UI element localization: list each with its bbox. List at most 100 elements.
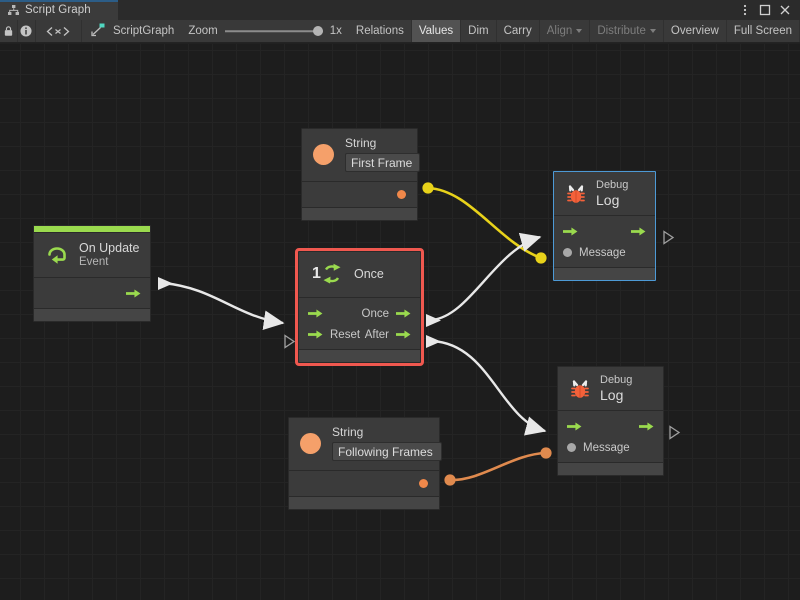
node-header: On Update Event [34,233,150,278]
node-string-first-frame[interactable]: String [301,128,420,221]
unconnected-output-marker-log2[interactable] [668,425,681,440]
angle-brackets-icon [46,26,70,36]
zoom-control: Zoom 1x [188,20,349,42]
input-port-flow[interactable] [567,421,582,432]
input-port-value-dot[interactable] [563,248,572,257]
port-row-message[interactable]: Message [554,242,655,263]
script-graph-icon [91,23,106,40]
output-port-once[interactable]: Once [362,308,412,320]
flow-arrow-icon [567,422,582,431]
close-icon[interactable] [775,0,795,20]
port-row-enter-once[interactable]: Once [299,303,420,324]
tab-script-graph[interactable]: Script Graph [0,0,118,20]
distribute-label: Distribute [597,25,646,37]
input-port-value-dot[interactable] [567,443,576,452]
input-port-enter[interactable] [308,308,323,319]
input-port-reset[interactable]: Reset [308,329,360,341]
window-controls [735,0,800,20]
zoom-slider-handle[interactable] [312,26,323,36]
output-port-after[interactable]: After [365,329,411,341]
kebab-menu-icon[interactable] [735,0,755,20]
string-value-input[interactable] [332,442,442,461]
unconnected-input-marker-reset[interactable] [283,334,296,349]
node-header: String [289,418,442,471]
align-dropdown[interactable]: Align [540,20,591,42]
node-title: Log [600,387,624,403]
distribute-dropdown[interactable]: Distribute [590,20,664,42]
port-row-flow[interactable] [554,221,655,242]
node-header: Debug Log [554,172,655,216]
debug-bug-icon [567,377,593,401]
output-port-value-dot[interactable] [419,479,428,488]
string-value-input[interactable] [345,153,420,172]
node-title: On Update [79,241,140,255]
node-header: Debug Log [558,367,663,411]
node-title-namespace: Debug [596,179,629,191]
output-port-flow[interactable] [126,288,141,299]
output-port-once-label: Once [361,307,390,320]
output-port-flow[interactable] [631,226,646,237]
port-row-reset-after[interactable]: Reset After [299,324,420,345]
input-port-message-label: Message [579,246,626,259]
port-row-flow[interactable] [558,416,663,437]
event-accent-bar [34,226,150,233]
info-icon-button[interactable] [18,20,36,42]
node-subtitle: Event [79,256,109,268]
output-port-after-label: After [364,328,389,341]
unconnected-output-marker-log1[interactable] [662,230,675,245]
node-title: Once [354,267,384,281]
maximize-icon[interactable] [755,0,775,20]
relations-button[interactable]: Relations [349,20,412,42]
node-on-update[interactable]: On Update Event [33,225,151,322]
dim-button[interactable]: Dim [461,20,497,42]
zoom-slider[interactable] [224,25,323,37]
carry-button[interactable]: Carry [497,20,540,42]
chevron-down-icon [649,29,656,33]
node-footer [299,349,420,362]
node-title-block: String [332,426,442,461]
angle-brackets-button[interactable] [36,20,82,42]
node-ports: Once Reset After [299,298,420,349]
output-port-row[interactable] [289,471,439,496]
string-value-icon [300,433,321,454]
node-header: 1 Once [299,252,420,298]
overview-button[interactable]: Overview [664,20,727,42]
node-title-namespace: Debug [600,374,633,386]
full-screen-button[interactable]: Full Screen [727,20,800,42]
lock-icon-button[interactable] [0,20,18,42]
port-row-trigger-out[interactable] [34,283,150,304]
input-port-message[interactable]: Message [567,442,630,454]
breadcrumb-label: ScriptGraph [112,25,175,37]
output-port-flow[interactable] [639,421,654,432]
output-port-value-dot[interactable] [397,190,406,199]
node-once[interactable]: 1 Once [295,248,424,366]
node-header: String [302,129,420,182]
node-ports: Message [554,216,655,267]
node-debug-log-1[interactable]: Debug Log [553,171,656,281]
window-tab-bar: Script Graph [0,0,800,20]
chevron-down-icon [576,29,583,33]
node-title: String [332,425,364,439]
flow-arrow-icon [396,330,411,339]
node-title: Log [596,192,620,208]
output-port-row[interactable] [302,182,417,207]
input-port-flow[interactable] [563,226,578,237]
node-footer [302,207,417,220]
flow-arrow-icon [396,309,411,318]
breadcrumb[interactable]: ScriptGraph [82,20,188,42]
graph-canvas[interactable]: On Update Event [0,44,800,600]
flow-arrow-icon [308,309,323,318]
debug-bug-icon [563,182,589,206]
node-string-following-frames[interactable]: String [288,417,442,510]
values-button[interactable]: Values [411,20,462,42]
input-port-message-label: Message [583,441,630,454]
input-port-message[interactable]: Message [563,247,626,259]
node-ports [34,278,150,308]
port-row-message[interactable]: Message [558,437,663,458]
node-debug-log-2[interactable]: Debug Log [557,366,664,476]
once-counter-icon: 1 [309,262,345,286]
lock-icon [4,26,13,36]
tab-label: Script Graph [25,4,91,16]
flow-arrow-icon [308,330,323,339]
